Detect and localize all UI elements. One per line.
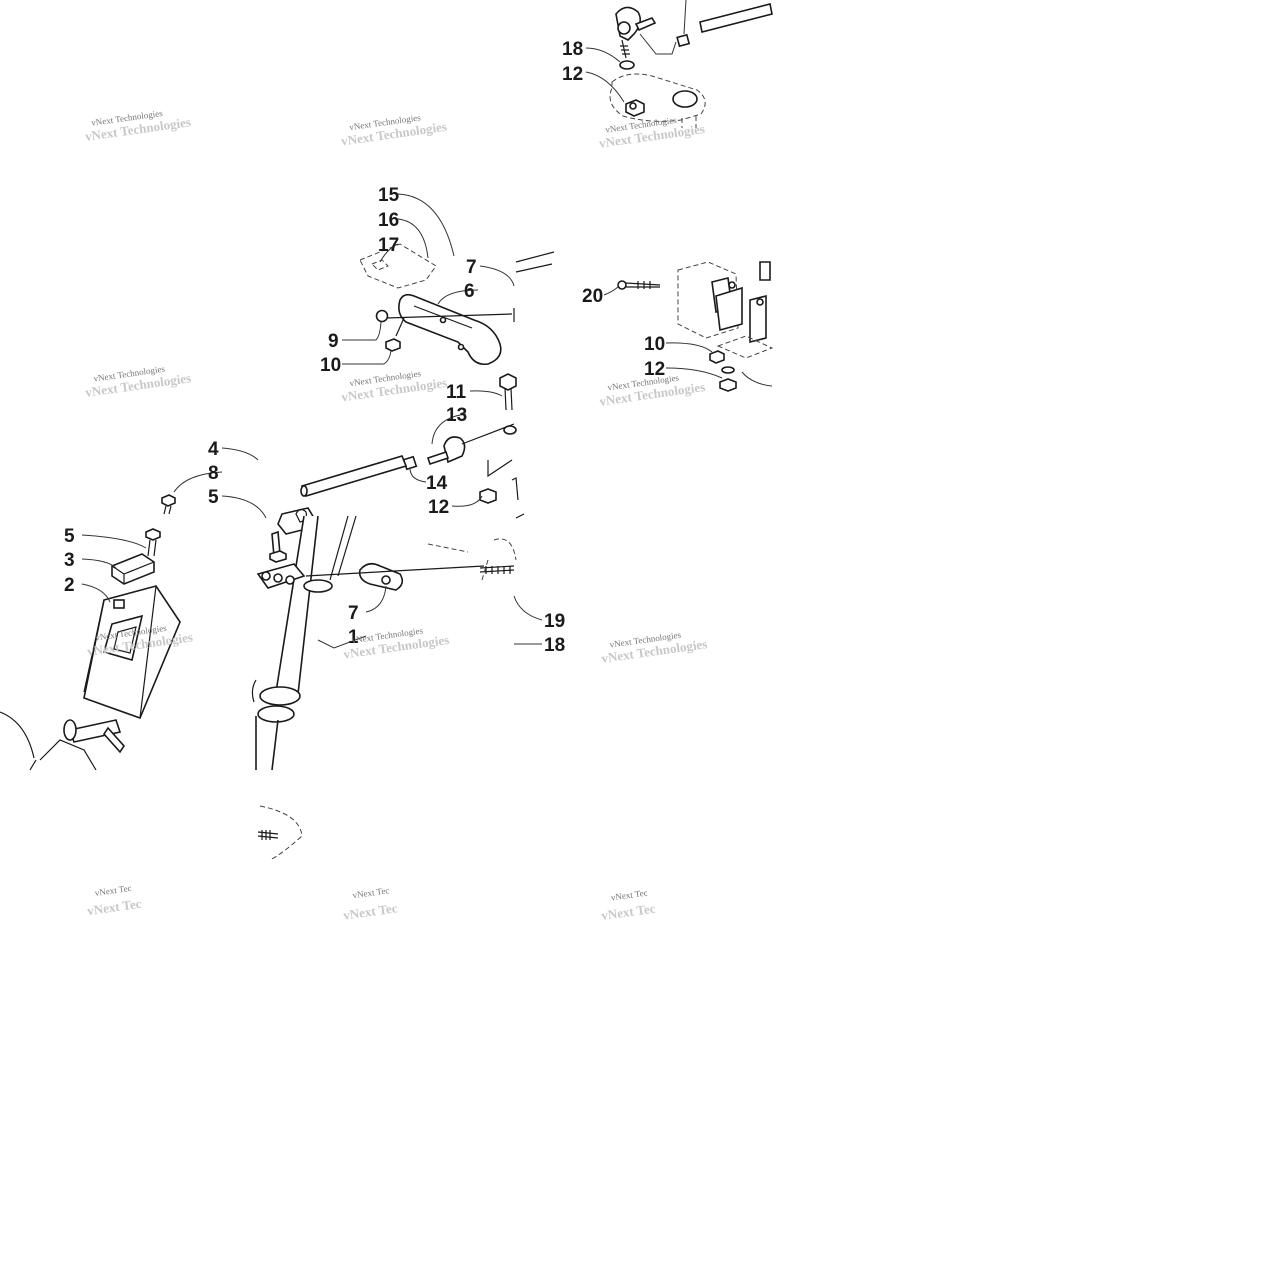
callout-13: 13 <box>446 405 467 426</box>
nut-10-right <box>709 350 725 364</box>
callout-8: 8 <box>208 463 219 484</box>
bolt-5-left <box>145 528 161 557</box>
steering-post-bracket-right <box>677 261 774 359</box>
callout-20: 20 <box>582 286 603 307</box>
lock-nut-12-mid <box>479 459 513 504</box>
bolt-11 <box>499 373 517 411</box>
svg-text:vNext Tec: vNext Tec <box>600 901 656 923</box>
steering-arm-dashed <box>609 73 706 128</box>
callout-10-right: 10 <box>644 334 665 355</box>
bottom-fragment <box>257 805 303 861</box>
callout-16: 16 <box>378 210 399 231</box>
tie-rod-end-13 <box>426 423 517 466</box>
svg-text:vNext Tec: vNext Tec <box>86 896 142 918</box>
nut-12-right <box>719 366 737 392</box>
svg-text:vNext Tec: vNext Tec <box>352 885 390 900</box>
callout-15: 15 <box>378 185 400 206</box>
svg-text:vNext Tec: vNext Tec <box>342 900 398 922</box>
callout-18-top: 18 <box>562 39 583 60</box>
callout-11: 11 <box>446 382 467 403</box>
callout-6: 6 <box>464 281 475 302</box>
svg-text:vNext Tec: vNext Tec <box>610 887 648 902</box>
lock-nut-top <box>625 99 645 117</box>
callout-labels: 18 12 15 16 17 7 6 9 10 20 10 12 11 13 4… <box>64 39 665 656</box>
callout-10-left: 10 <box>320 355 341 376</box>
nut-9 <box>375 309 389 323</box>
clamp-block-2 <box>83 585 181 720</box>
lower-clamp-7-left <box>256 563 306 589</box>
nut-10-left <box>385 338 401 352</box>
callout-5-left: 5 <box>64 526 75 547</box>
callout-14: 14 <box>426 473 448 494</box>
callout-18-bottom: 18 <box>544 635 565 656</box>
tie-rod-end-top <box>615 0 773 59</box>
callout-1: 1 <box>348 627 359 648</box>
callout-4: 4 <box>208 439 219 460</box>
bolt-8 <box>161 494 176 515</box>
callout-12-mid: 12 <box>428 497 449 518</box>
callout-12-right: 12 <box>644 359 665 380</box>
mounting-plate-dashed <box>359 243 437 289</box>
svg-text:vNext Tec: vNext Tec <box>94 883 132 898</box>
bolt-20 <box>617 280 661 290</box>
steering-post-1 <box>251 515 357 771</box>
clamp-cap-3 <box>111 553 155 585</box>
callout-17: 17 <box>378 235 399 256</box>
washer-top <box>619 60 635 70</box>
threaded-rod-19 <box>427 538 517 581</box>
callout-7-top: 7 <box>466 257 477 278</box>
callout-9: 9 <box>328 331 339 352</box>
callout-3: 3 <box>64 550 75 571</box>
callout-2: 2 <box>64 575 75 596</box>
callout-7-bottom: 7 <box>348 603 359 624</box>
steering-arm-bracket <box>398 293 502 366</box>
tie-rod-tube <box>300 455 408 497</box>
lower-clamp-7-right <box>358 562 404 591</box>
callout-5-upper: 5 <box>208 487 219 508</box>
lower-bracket-left <box>0 711 126 771</box>
callout-12-top: 12 <box>562 64 583 85</box>
callout-19: 19 <box>544 611 565 632</box>
